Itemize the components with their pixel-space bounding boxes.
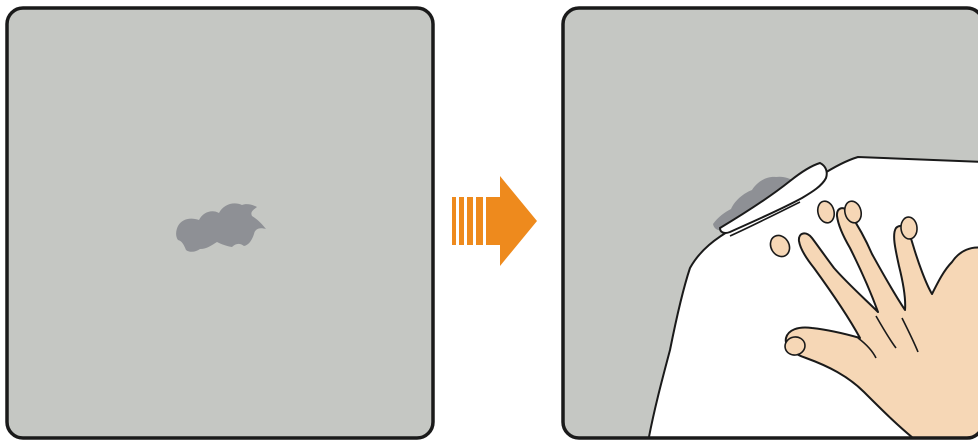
panel-before [7, 8, 433, 438]
arrow-right-icon [452, 176, 537, 266]
panel-after [563, 8, 978, 442]
